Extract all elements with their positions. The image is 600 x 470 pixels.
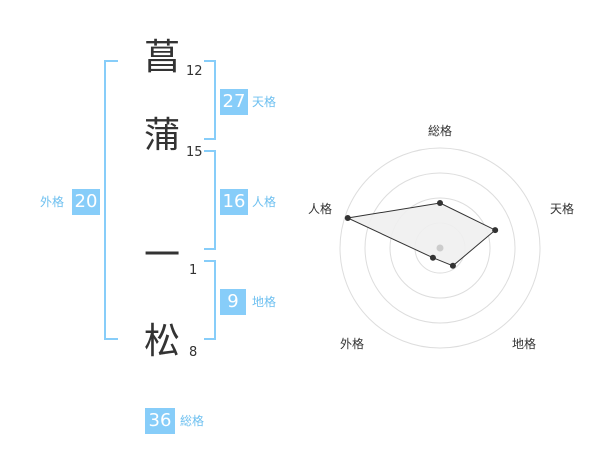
radar-center-dot xyxy=(436,244,444,252)
tenkaku-label: 天格 xyxy=(252,95,277,109)
stroke-count-1: 12 xyxy=(186,64,203,79)
jinkaku-bracket xyxy=(204,150,216,250)
soukaku-value: 36 xyxy=(145,408,175,434)
radar-axis-label-jinkaku: 人格 xyxy=(308,202,333,216)
tenkaku-value: 27 xyxy=(220,89,248,115)
radar-point xyxy=(344,215,351,222)
tenkaku-bracket xyxy=(204,60,216,140)
radar-grid-ring xyxy=(364,172,516,324)
jinkaku-label: 人格 xyxy=(252,195,277,209)
stroke-count-2: 15 xyxy=(186,145,203,160)
name-char-2: 蒲 xyxy=(143,115,180,156)
soukaku-label: 総格 xyxy=(180,414,205,428)
chikaku-label: 地格 xyxy=(252,295,277,309)
name-char-4: 松 xyxy=(143,321,180,362)
radar-point xyxy=(429,254,436,261)
stroke-count-4: 8 xyxy=(189,345,198,360)
radar-grid-ring xyxy=(339,147,541,349)
jinkaku-value: 16 xyxy=(220,189,248,215)
radar-point xyxy=(437,200,443,206)
radar-points xyxy=(344,200,499,269)
stroke-count-3: 1 xyxy=(189,263,198,278)
gaikaku-value: 20 xyxy=(72,189,100,215)
radar-polygon xyxy=(346,202,497,267)
radar-axis-label-gaikaku: 外格 xyxy=(340,337,365,351)
gaikaku-label: 外格 xyxy=(40,195,65,209)
radar-axis-label-chikaku: 地格 xyxy=(512,337,537,351)
radar-grid-ring xyxy=(389,197,491,299)
radar-axis-label-tenkaku: 天格 xyxy=(550,202,575,216)
name-char-1: 菖 xyxy=(143,37,180,78)
radar-axis-label-soukaku: 総格 xyxy=(428,124,453,138)
chikaku-bracket xyxy=(204,260,216,340)
radar-point xyxy=(449,262,456,269)
gaikaku-bracket xyxy=(104,60,118,340)
name-char-3: 一 xyxy=(143,235,180,276)
radar-point xyxy=(492,227,499,234)
chikaku-value: 9 xyxy=(220,289,246,315)
